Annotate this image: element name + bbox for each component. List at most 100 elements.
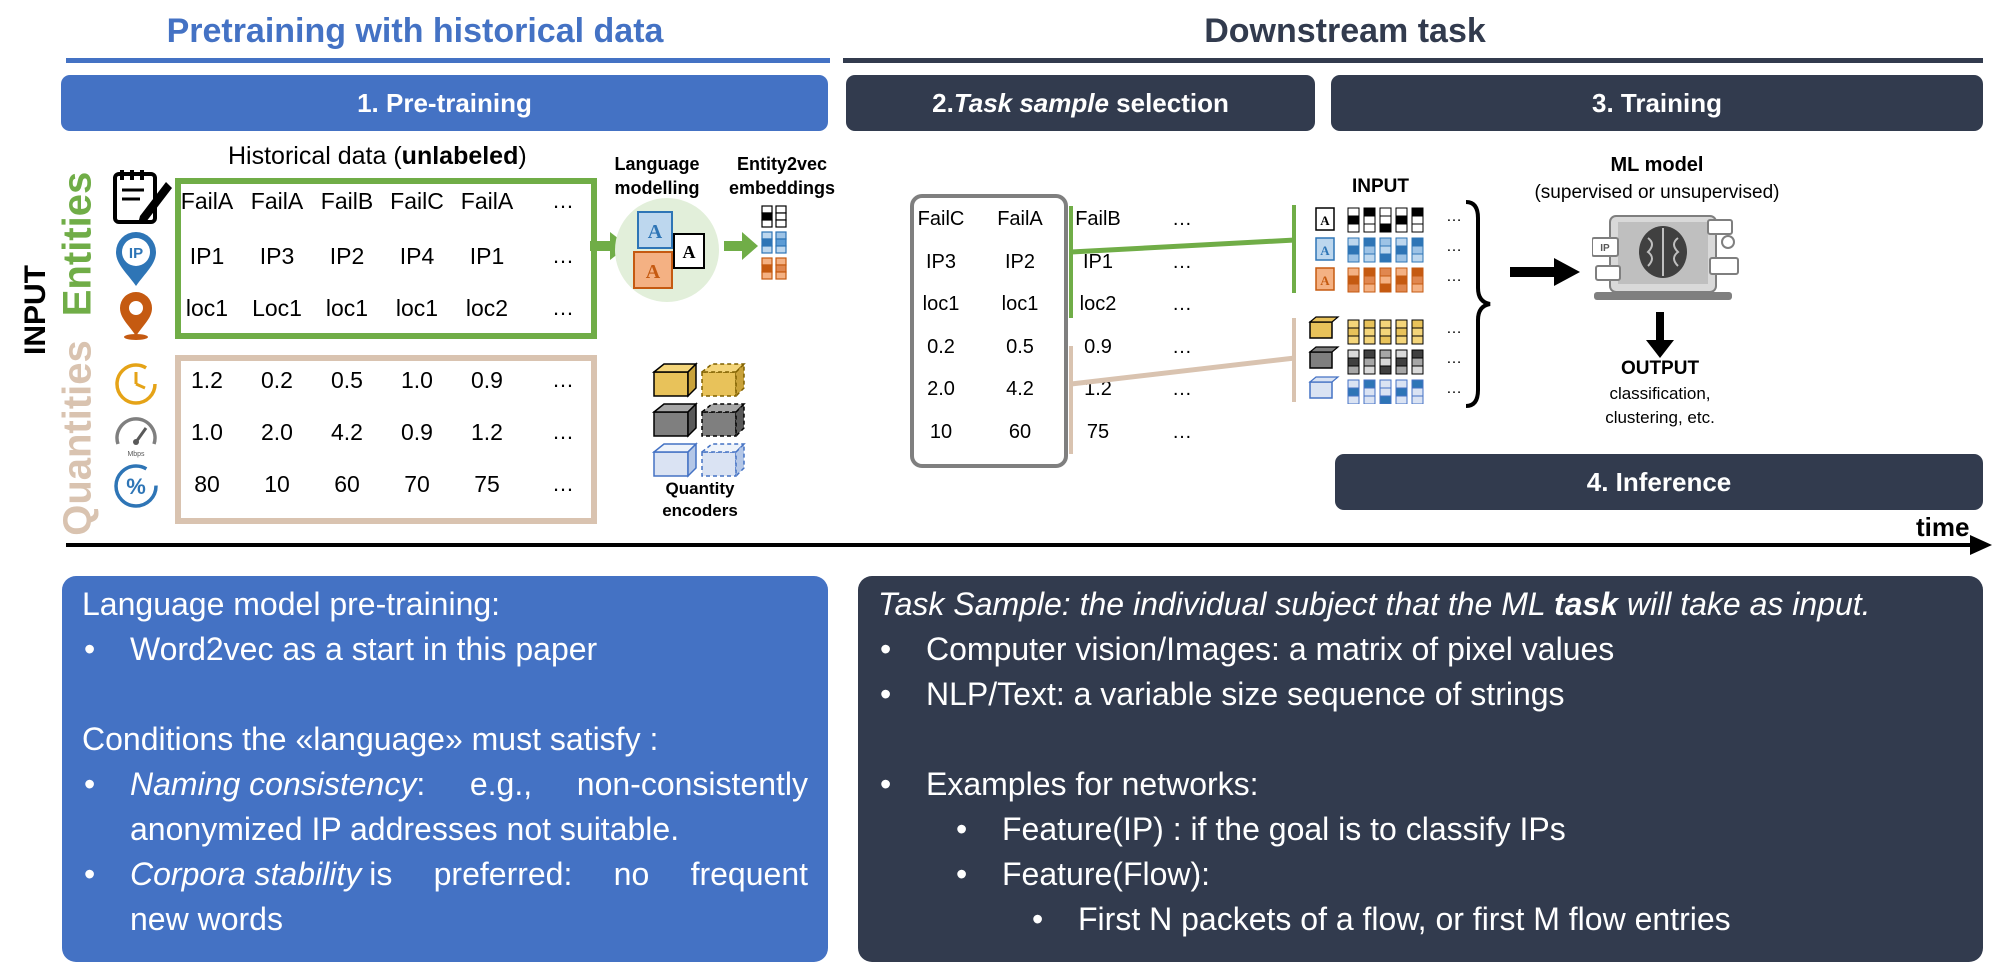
embedding-cell — [1347, 215, 1360, 225]
entity-cell: Loc1 — [252, 295, 302, 321]
task-sample-cell: FailC — [917, 208, 965, 230]
task-sample-cell: 75 — [1086, 421, 1110, 443]
embedding-cell — [1411, 223, 1424, 233]
historical-bold: unlabeled — [401, 142, 519, 170]
quantity-cell: 0.2 — [261, 367, 293, 393]
quantity-cell: 60 — [334, 471, 360, 497]
task-sample-cell: IP1 — [1082, 251, 1114, 273]
task-sample-cell: 2.0 — [927, 378, 955, 400]
embedding-cell — [1347, 395, 1360, 404]
embedding-cell — [1347, 319, 1360, 329]
embedding-cell — [1379, 335, 1392, 345]
embedding-cell — [1363, 357, 1376, 367]
task-sample-cell: loc2 — [1079, 293, 1117, 315]
task-sample-cell: 10 — [929, 421, 953, 443]
time-axis-line — [66, 543, 1976, 547]
embedding-cell — [1347, 223, 1360, 233]
entities-vertical-label: Entities — [55, 171, 100, 317]
embedding-cell — [1395, 237, 1408, 247]
ml-model-sub-label: (supervised or unsupervised) — [1534, 182, 1780, 203]
left-bullet2-text: : e.g., non-consistently — [416, 766, 808, 802]
stage-inference-label: 4. Inference — [1586, 466, 1732, 497]
stage-task-prefix: 2. — [932, 87, 954, 118]
embedding-cell — [1411, 283, 1424, 293]
embedding-cell — [1347, 275, 1360, 285]
entity-cell: FailB — [320, 188, 374, 214]
embedding-cell — [1363, 395, 1376, 404]
embedding-cell — [1395, 387, 1408, 397]
entity-cell: FailA — [250, 188, 304, 214]
quantities-box — [175, 355, 597, 524]
embedding-cell — [1347, 365, 1360, 375]
embedding-cell — [1363, 327, 1376, 337]
percent-glyph: % — [126, 474, 146, 499]
task-sample-cell: loc1 — [1001, 293, 1039, 315]
embedding-cell — [1379, 327, 1392, 337]
left-bullet3-italic: Corpora stability — [130, 856, 362, 892]
embedding-token-icon — [1315, 207, 1335, 231]
embedding-token-icon — [1315, 267, 1335, 291]
stage-training: 3. Training — [1331, 75, 1983, 131]
quantity-cell: 4.2 — [331, 419, 363, 445]
embedding-ellipsis: … — [1446, 268, 1462, 285]
embedding-cell — [1395, 245, 1408, 255]
embedding-cell — [1411, 357, 1424, 367]
embedding-cell — [1411, 395, 1424, 404]
stage-pretraining-label: 1. Pre-training — [357, 87, 532, 118]
stage-task-italic: Task sample — [953, 87, 1109, 118]
entity-cell: loc1 — [185, 295, 229, 321]
entity-ellipsis: … — [552, 295, 574, 320]
entity-cell: IP3 — [259, 243, 295, 269]
stage-task-suffix: selection — [1108, 87, 1229, 118]
output-sub2: clustering, etc. — [1605, 408, 1715, 427]
embedding-cell — [1363, 215, 1376, 225]
quantity-cell: 0.5 — [331, 367, 363, 393]
right-sub2-glyph: • — [956, 856, 968, 892]
quantity-ellipsis: … — [552, 419, 574, 444]
entity-cell: IP1 — [189, 243, 225, 269]
stage-pretraining: 1. Pre-training — [61, 75, 828, 131]
embedding-cell — [1363, 253, 1376, 263]
entity-ellipsis: … — [552, 243, 574, 268]
task-sample-cell: 4.2 — [1006, 378, 1034, 400]
left-bullet3: Corpora stability is preferred: no frequ… — [130, 856, 808, 893]
time-axis-arrowhead — [1970, 535, 1992, 555]
embedding-cell — [1395, 223, 1408, 233]
training-quantity-bar — [1292, 318, 1296, 402]
embedding-cell — [1347, 335, 1360, 345]
pretraining-section-title: Pretraining with historical data — [166, 12, 664, 50]
embedding-cell — [1411, 335, 1424, 345]
entity-ellipsis: … — [552, 188, 574, 213]
embedding-cube-top — [1308, 316, 1340, 323]
svg-text:A: A — [648, 221, 663, 243]
embedding-cube-top — [1308, 346, 1340, 353]
embedding-ellipsis: … — [1446, 350, 1462, 367]
embedding-cell — [1347, 207, 1360, 217]
embedding-cell — [1379, 245, 1392, 255]
location-pin-icon — [120, 292, 152, 340]
quantity-cell: 1.2 — [471, 419, 503, 445]
embedding-cell — [1363, 223, 1376, 233]
svg-text:IP: IP — [1600, 243, 1610, 254]
embedding-cell — [1379, 215, 1392, 225]
training-embeddings-icon: AAA — [1308, 207, 1424, 404]
quantity-cell: 0.9 — [471, 367, 503, 393]
right-subsub1-glyph: • — [1032, 901, 1044, 937]
task-sample-ellipsis: … — [1172, 336, 1192, 358]
output-label: OUTPUT — [1620, 358, 1700, 379]
task-sample-ellipsis: … — [1172, 378, 1192, 400]
entity2vec-embeddings-icon — [761, 205, 787, 280]
embedding-cell — [1411, 349, 1424, 359]
embedding-cell — [1395, 319, 1408, 329]
embedding-cell — [1395, 267, 1408, 277]
ml-model-icon: IP — [1592, 215, 1739, 300]
task-entity-bracket — [1069, 206, 1073, 318]
embedding-cell — [1379, 237, 1392, 247]
entity2vec-label: Entity2vec embeddings — [728, 154, 835, 198]
task-sample-cell: loc1 — [922, 293, 960, 315]
embedding-cell — [1347, 267, 1360, 277]
embedding-cell — [1379, 365, 1392, 375]
right-title-bold: task — [1553, 586, 1618, 622]
quantity-cell: 75 — [474, 471, 500, 497]
quantity-encoders-label: Quantity encoders — [662, 479, 738, 520]
